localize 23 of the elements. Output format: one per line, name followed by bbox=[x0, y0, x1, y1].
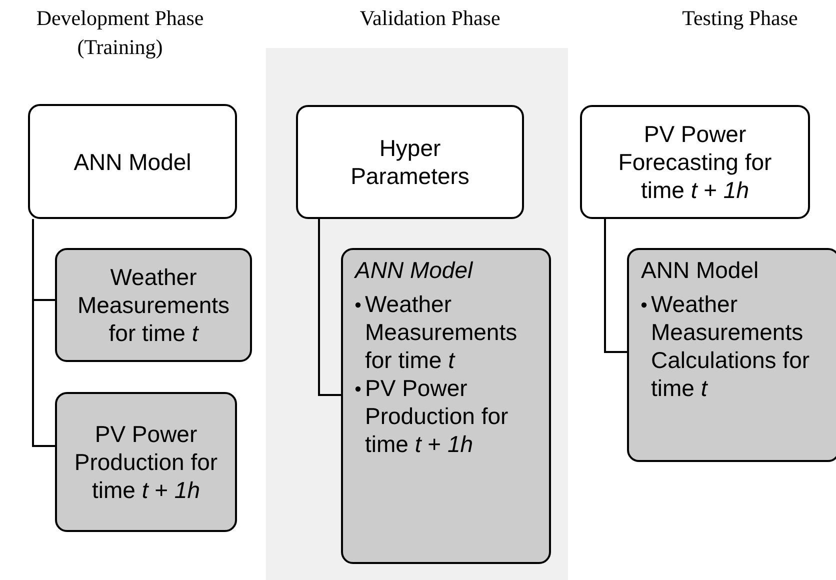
phase-heading: Development Phase (Training) bbox=[35, 5, 205, 61]
bullet-item: PV Power Production for time t + 1h bbox=[365, 374, 510, 458]
box-label: PV Power Forecasting for time t + 1h bbox=[617, 120, 773, 204]
connector-line bbox=[32, 219, 55, 447]
box-label: PV Power Production for time t + 1h bbox=[73, 420, 219, 504]
data-box bbox=[55, 392, 237, 532]
connector-line bbox=[318, 219, 341, 396]
data-box bbox=[55, 248, 252, 362]
box-label: Weather Measurements for time t bbox=[77, 263, 230, 347]
box-heading: ANN Model bbox=[641, 256, 760, 284]
box-label: Hyper Parameters bbox=[350, 134, 470, 190]
phase-heading: Validation Phase bbox=[358, 5, 502, 32]
data-box bbox=[627, 248, 836, 462]
bullet-item: Weather Measurements Calculations for time t bbox=[651, 290, 811, 402]
box-heading: ANN Model bbox=[355, 256, 474, 284]
bullet-item: Weather Measurements for time t bbox=[365, 290, 518, 374]
process-box bbox=[580, 105, 810, 219]
connector-line bbox=[604, 219, 627, 353]
process-box bbox=[28, 104, 237, 219]
phase-heading: Testing Phase bbox=[681, 5, 799, 32]
box-label: ANN Model bbox=[74, 148, 192, 176]
data-box bbox=[341, 248, 551, 564]
process-box bbox=[296, 105, 524, 219]
